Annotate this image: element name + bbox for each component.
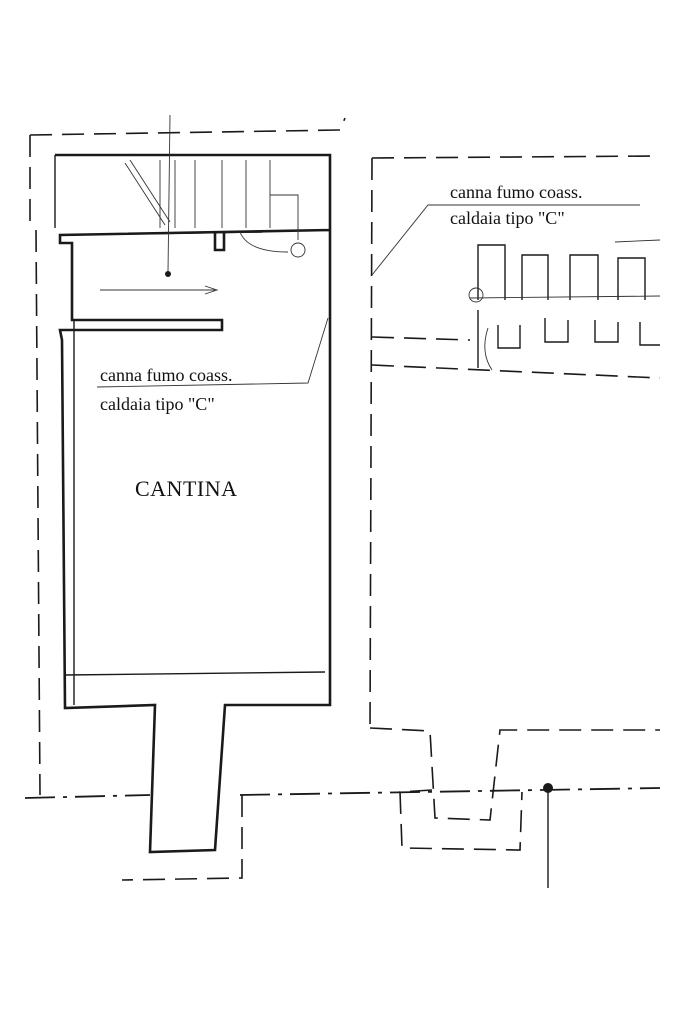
outer-boundary-left: [24, 117, 661, 881]
note-left-line2: caldaia tipo "C": [100, 394, 215, 414]
leader-line-right: [371, 204, 640, 276]
staircase: [100, 114, 299, 295]
outer-boundary-right: [369, 155, 661, 851]
note-left-line1: canna fumo coass.: [100, 365, 232, 385]
drain-marker: [543, 783, 553, 888]
cantina-walls: [54, 153, 332, 854]
stair-start-dot: [165, 271, 171, 277]
flue-left: [239, 231, 306, 258]
note-right-line2: caldaia tipo "C": [450, 208, 565, 228]
leader-line-left: [96, 317, 329, 388]
room-label-cantina: CANTINA: [135, 476, 238, 501]
flue-right: [468, 287, 484, 303]
note-right-line1: canna fumo coass.: [450, 182, 582, 202]
staircase-right: [469, 239, 661, 371]
